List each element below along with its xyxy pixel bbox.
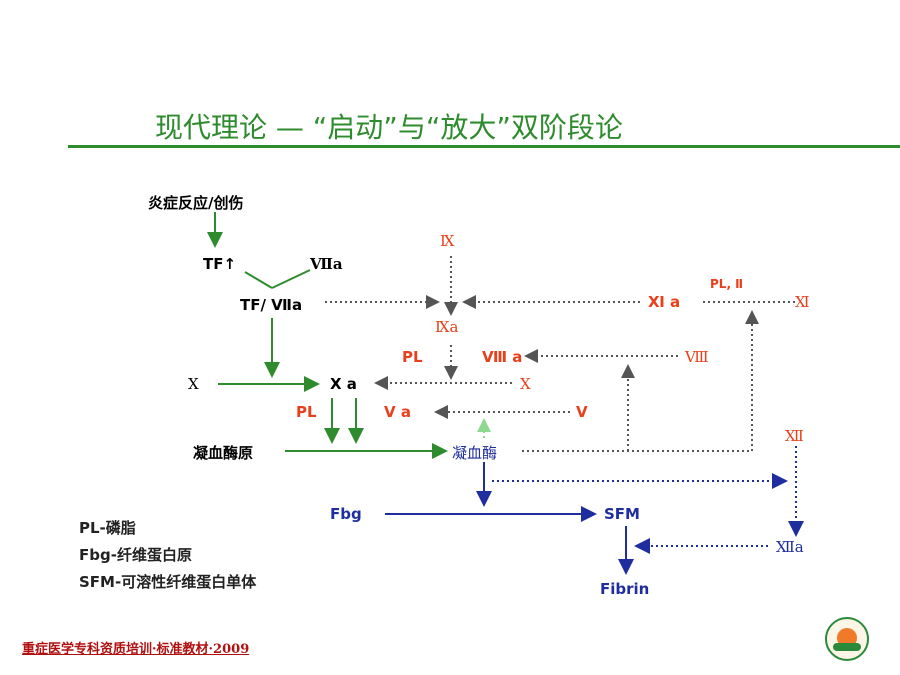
node-fibrin: Fibrin bbox=[600, 580, 650, 598]
node-5a: Ⅴ a bbox=[384, 403, 411, 421]
node-inflammation: 炎症反应/创伤 bbox=[148, 194, 244, 212]
node-11: Ⅺ bbox=[795, 293, 810, 311]
node-7a: Ⅶa bbox=[310, 255, 343, 273]
node-x-left: X bbox=[188, 375, 199, 393]
node-11a: Ⅺ a bbox=[648, 293, 681, 311]
node-pl-1: PL bbox=[402, 348, 423, 366]
node-xa: X a bbox=[330, 375, 357, 393]
node-8a: Ⅷ a bbox=[482, 348, 523, 366]
line-tf-v bbox=[244, 271, 273, 289]
legend-item-sfm: SFM-可溶性纤维蛋白单体 bbox=[79, 573, 257, 591]
node-12: Ⅻ bbox=[785, 427, 804, 445]
node-x-right: X bbox=[520, 375, 531, 393]
society-logo-icon bbox=[825, 617, 869, 661]
title-underline bbox=[68, 145, 900, 148]
node-tf-up: TF↑ bbox=[203, 255, 237, 273]
node-9: Ⅸ bbox=[440, 232, 455, 250]
node-pl-ii: PL, Ⅱ bbox=[710, 277, 744, 291]
node-9a: Ⅸa bbox=[435, 318, 459, 336]
legend-item-fbg: Fbg-纤维蛋白原 bbox=[79, 546, 192, 564]
legend-item-pl: PL-磷脂 bbox=[79, 519, 136, 537]
node-fbg: Fbg bbox=[330, 505, 362, 523]
footer-text: 重症医学专科资质培训·标准教材·2009 bbox=[22, 642, 250, 657]
node-sfm: SFM bbox=[604, 505, 640, 523]
node-tf-7a: TF/ Ⅶa bbox=[240, 296, 303, 314]
node-pl-2: PL bbox=[296, 403, 317, 421]
page-title: 现代理论 — “启动”与“放大”双阶段论 bbox=[155, 111, 623, 144]
line-7a-v bbox=[271, 269, 311, 289]
node-12a: Ⅻa bbox=[776, 538, 804, 556]
node-5: V bbox=[576, 403, 588, 421]
node-8: Ⅷ bbox=[685, 348, 709, 366]
node-prothrombin: 凝血酶原 bbox=[193, 444, 254, 462]
node-thrombin: 凝血酶 bbox=[452, 444, 498, 462]
